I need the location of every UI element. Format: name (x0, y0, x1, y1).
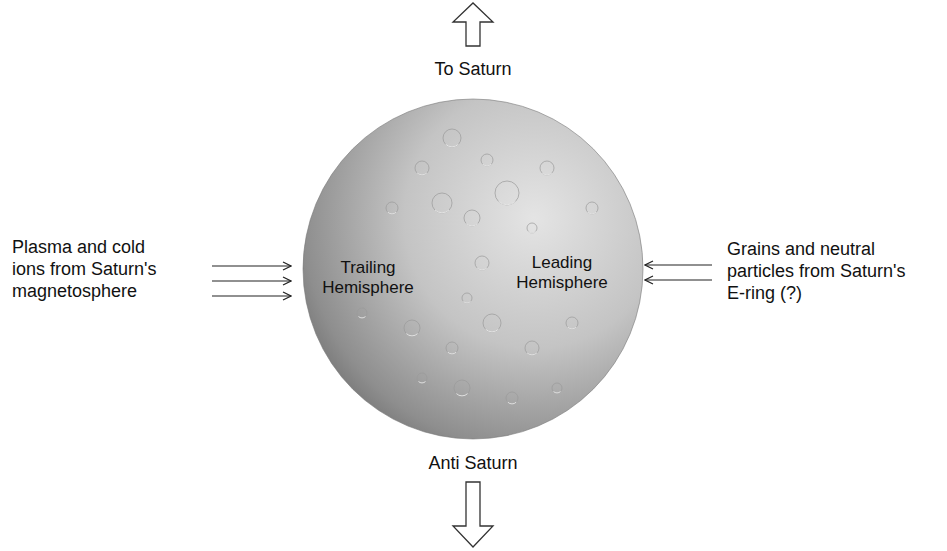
crater (525, 341, 539, 355)
hemisphere-label: Leading Hemisphere (508, 253, 616, 293)
crater (586, 202, 598, 214)
flow-note: Grains and neutral particles from Saturn… (727, 238, 924, 304)
crater (446, 342, 458, 354)
crater (495, 181, 519, 205)
flow-note: Plasma and cold ions from Saturn's magne… (12, 236, 172, 302)
crater-rim (554, 392, 561, 393)
direction-label: Anti Saturn (373, 452, 573, 474)
flow-arrow (212, 280, 291, 281)
crater-rim (359, 317, 366, 318)
crater-rim (499, 201, 516, 204)
crater (566, 317, 578, 329)
crater (527, 223, 537, 233)
crater (552, 383, 562, 393)
crater-rim (483, 164, 491, 166)
crater (475, 256, 489, 270)
crater-rim (529, 232, 536, 233)
flow-arrow (645, 279, 712, 280)
crater (483, 314, 501, 332)
crater-rim (466, 224, 477, 226)
crater (443, 129, 461, 147)
hollow-arrow-down (453, 482, 493, 547)
flow-arrow (645, 264, 712, 265)
crater-rim (419, 382, 426, 383)
crater-rim (406, 334, 417, 336)
crater-rim (464, 302, 471, 303)
hollow-arrow-up (453, 3, 493, 46)
crater (540, 161, 554, 175)
crater (386, 202, 398, 214)
moon-disc: Trailing Hemisphere Leading Hemisphere (302, 98, 644, 440)
crater-rim (446, 144, 459, 147)
crater (481, 154, 493, 166)
crater-rim (588, 212, 596, 214)
crater-rim (477, 268, 487, 270)
crater (404, 320, 420, 336)
crater-rim (435, 210, 449, 213)
crater-rim (527, 353, 537, 355)
hemisphere-label: Trailing Hemisphere (314, 258, 422, 298)
crater-rim (417, 173, 427, 175)
crater-rim (388, 212, 396, 214)
crater-rim (568, 327, 576, 329)
crater (462, 293, 472, 303)
crater (506, 392, 518, 404)
crater (417, 373, 427, 383)
crater (464, 210, 480, 226)
direction-label: To Saturn (373, 58, 573, 80)
flow-arrow (212, 265, 291, 266)
crater (454, 380, 470, 396)
crater-rim (508, 402, 516, 404)
crater-rim (448, 352, 456, 354)
crater (357, 308, 367, 318)
crater-rim (456, 394, 467, 396)
crater (415, 161, 429, 175)
crater (432, 193, 452, 213)
flow-arrow (212, 295, 291, 296)
crater-rim (486, 329, 499, 332)
crater-rim (542, 173, 552, 175)
moon-body (303, 99, 643, 439)
